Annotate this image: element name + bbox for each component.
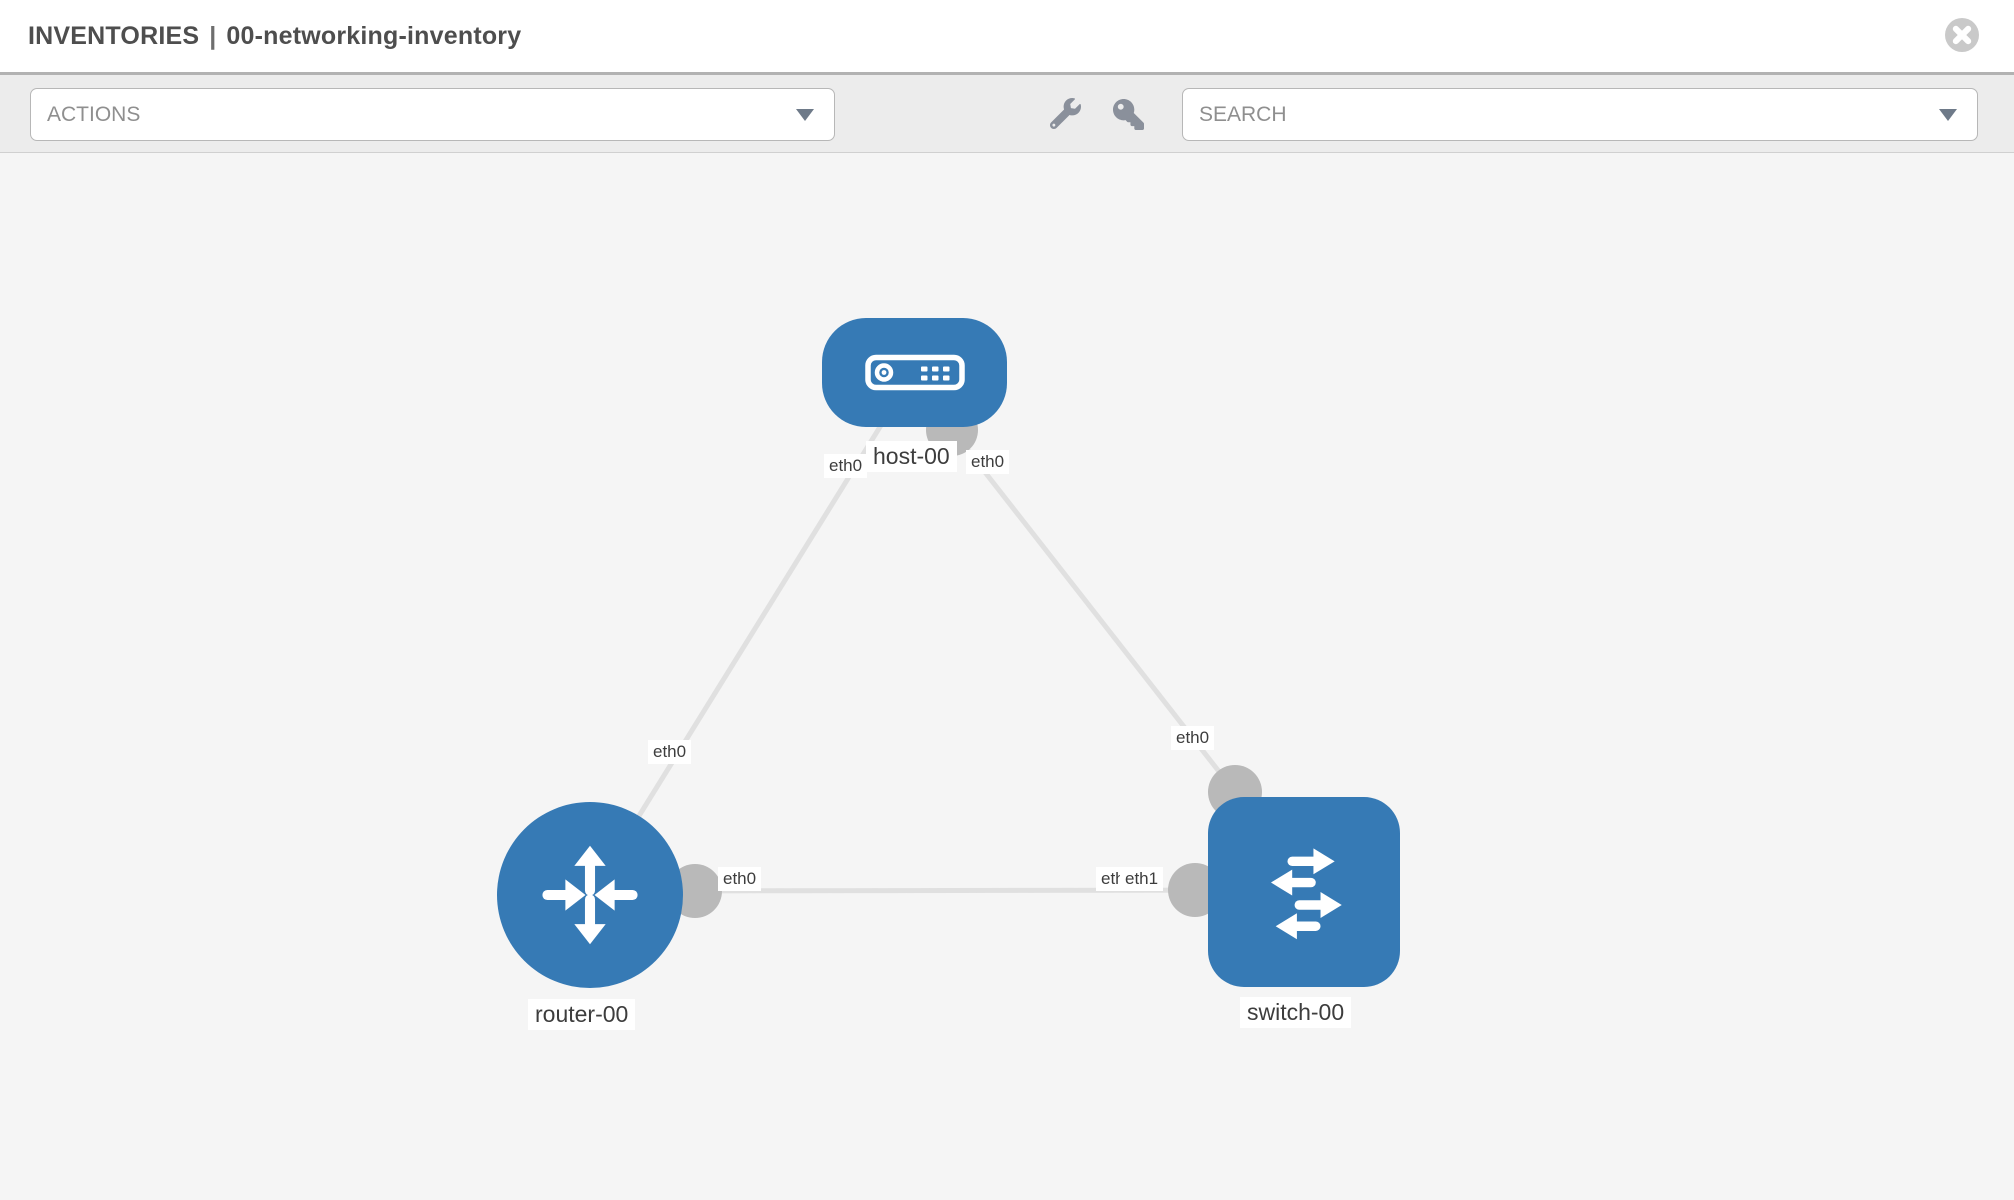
interface-label-router-to-switch: eth0 xyxy=(718,867,762,891)
topology-edges-layer xyxy=(587,370,1305,918)
switch-icon xyxy=(1270,848,1342,940)
node-label-switch: switch-00 xyxy=(1240,997,1352,1028)
node-label-router: router-00 xyxy=(528,999,636,1030)
toolbar: ACTIONS SEARCH xyxy=(0,72,2014,153)
node-router-00[interactable] xyxy=(497,802,683,988)
router-icon xyxy=(542,845,638,945)
wrench-icon xyxy=(1049,98,1081,130)
interface-label-router-to-host: eth0 xyxy=(648,740,692,764)
topology-canvas[interactable]: host-00 router-00 switch-00 eth0 eth0 et… xyxy=(0,153,2014,1200)
search-dropdown[interactable]: SEARCH xyxy=(1182,88,1978,141)
node-switch-00[interactable] xyxy=(1208,797,1400,987)
interface-label-host-to-router: eth0 xyxy=(824,454,868,478)
actions-dropdown[interactable]: ACTIONS xyxy=(30,88,835,141)
chevron-down-icon xyxy=(796,109,814,121)
key-icon xyxy=(1113,99,1144,130)
node-host-00[interactable] xyxy=(822,318,1007,427)
page-title-separator: | xyxy=(209,22,217,50)
interface-label-host-to-switch: eth0 xyxy=(966,450,1010,474)
credentials-button[interactable] xyxy=(1112,99,1145,130)
configure-button[interactable] xyxy=(1049,98,1081,130)
header: INVENTORIES | 00-networking-inventory xyxy=(0,0,2014,72)
node-label-host: host-00 xyxy=(866,441,957,472)
page-title: INVENTORIES | 00-networking-inventory xyxy=(28,0,521,72)
interface-label-switch-to-router: eth1 xyxy=(1120,867,1164,891)
search-dropdown-label: SEARCH xyxy=(1199,103,1287,126)
server-icon xyxy=(864,354,965,391)
page-title-inventory-name: 00-networking-inventory xyxy=(226,22,522,50)
chevron-down-icon xyxy=(1939,109,1957,121)
interface-label-switch-to-host: eth0 xyxy=(1171,726,1215,750)
close-icon xyxy=(1945,18,1979,52)
actions-dropdown-label: ACTIONS xyxy=(47,103,141,126)
page-title-section: INVENTORIES xyxy=(28,22,200,50)
close-button[interactable] xyxy=(1945,18,1979,52)
